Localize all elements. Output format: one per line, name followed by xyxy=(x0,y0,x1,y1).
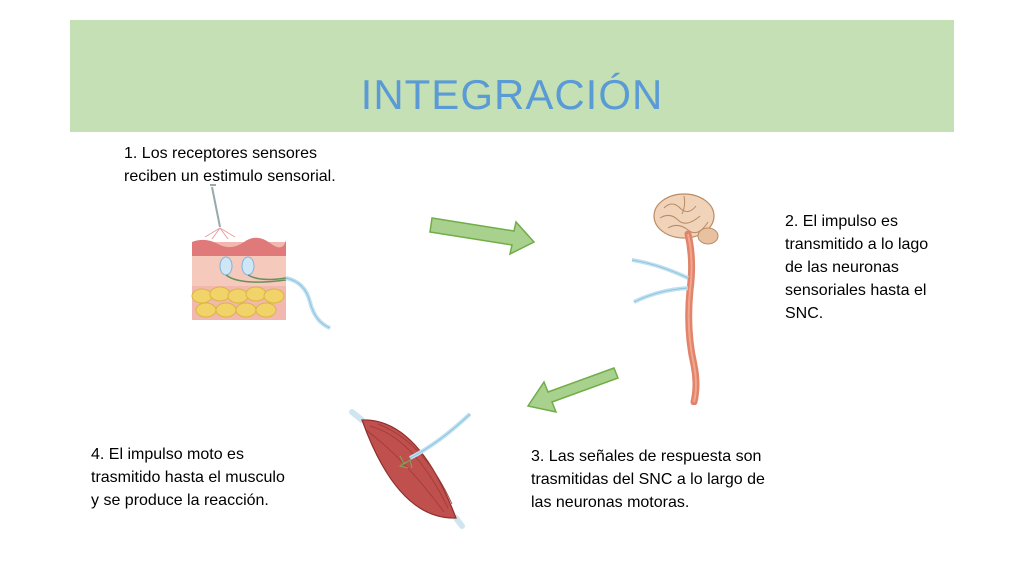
step-4-text: 4. El impulso moto es trasmitido hasta e… xyxy=(91,446,285,509)
page-title: INTEGRACIÓN xyxy=(360,71,664,118)
step-2-text: 2. El impulso es transmitido a lo lago d… xyxy=(785,213,929,322)
skin-receptor-illustration xyxy=(191,184,331,330)
arrow-down-left-icon xyxy=(526,367,619,414)
brain-spinal-cord-illustration xyxy=(631,193,719,405)
muscle-illustration xyxy=(349,409,472,529)
step-1-text: 1. Los receptores sensores reciben un es… xyxy=(124,145,336,185)
title-band: INTEGRACIÓN xyxy=(70,20,954,132)
arrow-right-icon xyxy=(429,217,536,256)
step-3-text: 3. Las señales de respuesta son trasmiti… xyxy=(531,448,765,511)
